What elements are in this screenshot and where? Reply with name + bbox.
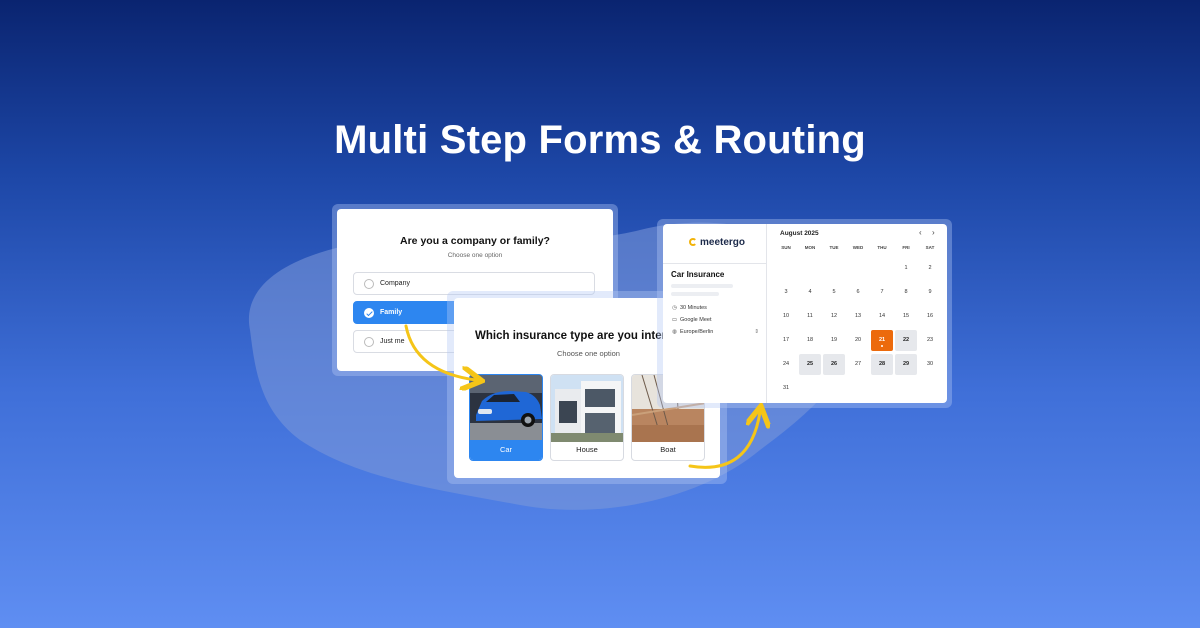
weekday-label: TUE (829, 245, 839, 250)
weekday-label: MON (804, 245, 816, 250)
location-label: Google Meet (680, 317, 712, 323)
globe-icon: ◍ (672, 329, 677, 335)
weekday-label: THU (877, 245, 887, 250)
skeleton-line (671, 292, 719, 296)
calendar-day: 2 (928, 265, 932, 271)
step1-hint: Choose one option (447, 252, 503, 259)
calendar-day: 18 (806, 337, 814, 343)
calendar-day: 4 (808, 289, 812, 295)
tile-label: House (576, 445, 598, 454)
calendar-day: 13 (854, 313, 862, 319)
calendar-day: 12 (830, 313, 838, 319)
check-circle-icon (364, 308, 374, 318)
calendar-day: 14 (878, 313, 886, 319)
duration-label: 30 Minutes (680, 305, 707, 311)
radio-icon (364, 337, 374, 347)
option-label: Family (380, 309, 403, 316)
insurance-option-car[interactable]: Car (469, 374, 543, 461)
calendar-day-selected[interactable]: 21 (871, 330, 893, 351)
prev-month-button[interactable]: ‹ (919, 228, 922, 237)
calendar-day-available[interactable]: 26 (823, 354, 845, 375)
radio-icon (364, 279, 374, 289)
timezone-selector[interactable]: ◍Europe/Berlin ⇕ (671, 329, 759, 335)
video-icon: ▭ (671, 317, 678, 323)
event-location: ▭Google Meet (671, 317, 712, 323)
brand-name: meetergo (700, 237, 746, 248)
brand-logo: meetergo (689, 237, 745, 248)
option-label: Just me (380, 338, 405, 345)
option-company[interactable]: Company (353, 272, 595, 295)
calendar-day-available[interactable]: 28 (871, 354, 893, 375)
option-label: Company (380, 280, 410, 287)
event-duration: ◷30 Minutes (671, 305, 707, 311)
skeleton-line (671, 284, 733, 288)
calendar-month: August 2025 (780, 230, 819, 237)
weekday-label: WED (852, 245, 864, 250)
arrow-step2-to-step3 (688, 412, 760, 469)
calendar-day: 30 (926, 361, 934, 367)
step2-question: Which insurance type are you interes (475, 330, 679, 342)
timezone-label: Europe/Berlin (680, 329, 714, 335)
clock-icon: ◷ (672, 305, 677, 311)
calendar-day: 3 (784, 289, 788, 295)
calendar-day: 11 (807, 313, 813, 319)
calendar-day: 9 (928, 289, 932, 295)
insurance-option-house[interactable]: House (550, 374, 624, 461)
divider (663, 263, 767, 264)
weekday-label: FRI (902, 245, 910, 250)
calendar-day: 31 (782, 385, 790, 391)
meetergo-logo-icon (689, 238, 697, 246)
tile-label: Boat (660, 445, 676, 454)
arrow-step1-to-step2 (404, 324, 476, 380)
calendar-day: 19 (830, 337, 838, 343)
weekday-label: SAT (925, 245, 935, 250)
booking-card: meetergo Car Insurance ◷30 Minutes ▭Goog… (663, 224, 947, 403)
calendar-day-available[interactable]: 29 (895, 354, 917, 375)
step2-hint: Choose one option (557, 349, 620, 358)
calendar-day: 1 (904, 265, 908, 271)
chevron-updown-icon: ⇕ (754, 329, 759, 335)
next-month-button[interactable]: › (932, 228, 935, 237)
calendar-day-available[interactable]: 22 (895, 330, 917, 351)
calendar-day: 23 (926, 337, 934, 343)
step1-question: Are you a company or family? (400, 235, 550, 247)
event-title: Car Insurance (671, 270, 725, 279)
calendar-day: 20 (854, 337, 862, 343)
calendar-day: 6 (856, 289, 860, 295)
house-photo (551, 375, 623, 442)
calendar-day: 24 (782, 361, 790, 367)
calendar-day: 27 (854, 361, 862, 367)
calendar-day: 8 (904, 289, 908, 295)
calendar-day: 15 (902, 313, 910, 319)
car-photo (470, 375, 542, 442)
calendar-day: 7 (880, 289, 884, 295)
calendar-day-available[interactable]: 25 (799, 354, 821, 375)
calendar-day: 5 (832, 289, 836, 295)
tile-label: Car (470, 440, 542, 460)
event-details-pane: meetergo Car Insurance ◷30 Minutes ▭Goog… (663, 224, 767, 403)
calendar-day: 17 (782, 337, 790, 343)
weekday-label: SUN (781, 245, 791, 250)
calendar-day: 16 (926, 313, 934, 319)
calendar-day: 10 (782, 313, 790, 319)
page-headline: Multi Step Forms & Routing (334, 118, 866, 162)
